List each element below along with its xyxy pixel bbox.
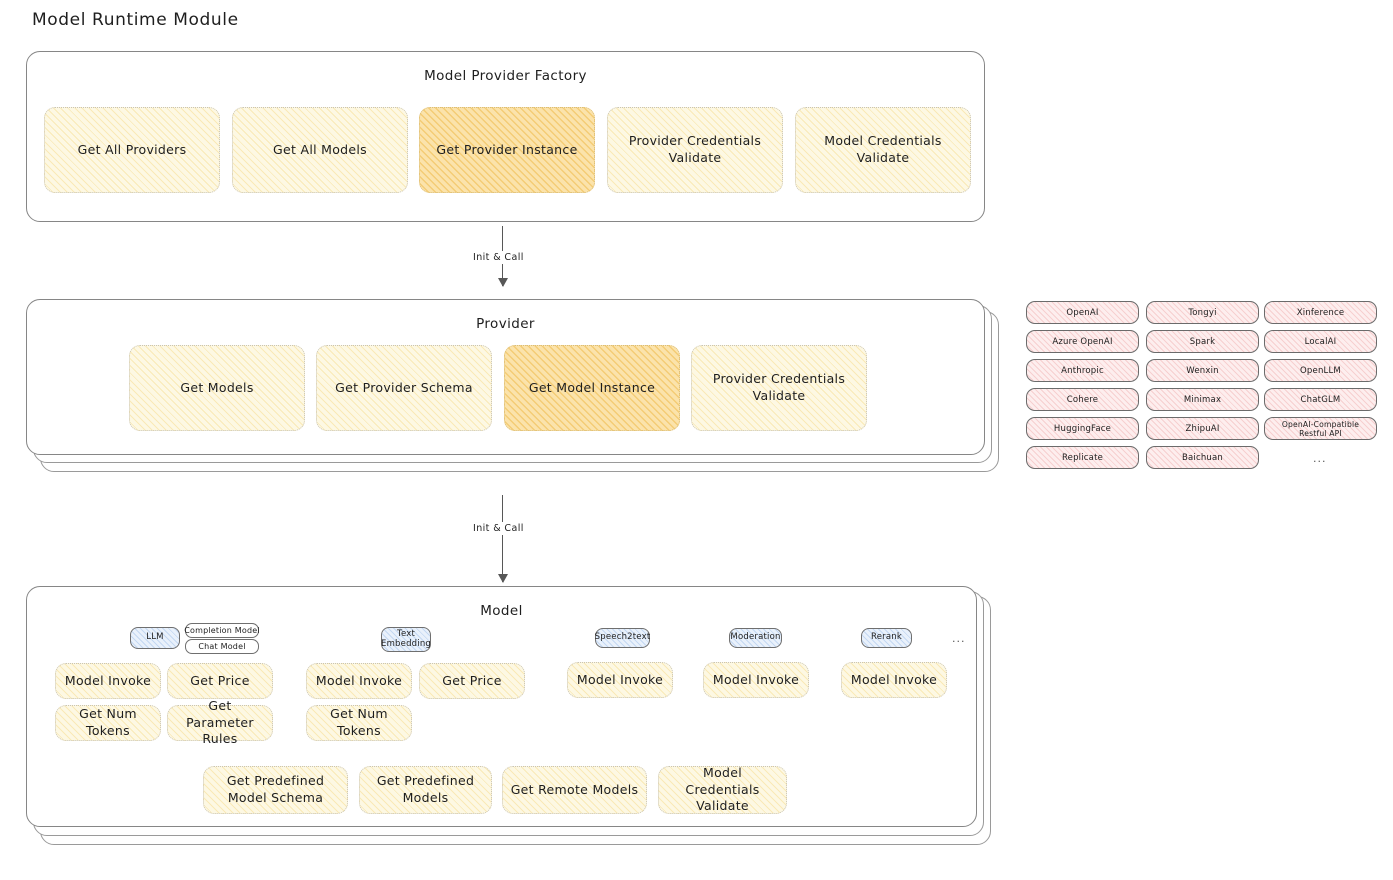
model-card-get-predefined-models[interactable]: Get Predefined Models [359,766,492,814]
provider-chip-openllm[interactable]: OpenLLM [1264,359,1377,382]
factory-card-provider-credentials-validate[interactable]: Provider Credentials Validate [607,107,783,193]
model-tag-chat-model[interactable]: Chat Model [185,639,259,654]
arrow-head-icon [497,278,508,287]
model-type-badge-llm[interactable]: LLM [130,627,180,649]
provider-chip-localai[interactable]: LocalAI [1264,330,1377,353]
text-embedding-card-model-invoke[interactable]: Model Invoke [306,663,412,699]
model-tag-completion-model[interactable]: Completion Model [184,623,260,638]
provider-card-get-provider-schema[interactable]: Get Provider Schema [316,345,492,431]
model-type-badge-rerank[interactable]: Rerank [861,628,912,648]
speech2text-card-model-invoke[interactable]: Model Invoke [567,662,673,698]
provider-chip-xinference[interactable]: Xinference [1264,301,1377,324]
provider-chip-cohere[interactable]: Cohere [1026,388,1139,411]
llm-card-get-parameter-rules[interactable]: Get Parameter Rules [167,698,273,746]
factory-card-get-provider-instance[interactable]: Get Provider Instance [419,107,595,193]
text-embedding-card-get-price[interactable]: Get Price [419,663,525,699]
model-card-model-credentials-validate[interactable]: Model Credentials Validate [658,765,787,814]
model-title: Model [480,603,523,619]
provider-title: Provider [476,316,535,332]
factory-card-get-all-models[interactable]: Get All Models [232,107,408,193]
provider-chip-azure-openai[interactable]: Azure OpenAI [1026,330,1139,353]
llm-card-get-price[interactable]: Get Price [167,663,273,699]
llm-card-model-invoke[interactable]: Model Invoke [55,663,161,699]
provider-card-provider-credentials-validate[interactable]: Provider Credentials Validate [691,345,867,431]
model-card-get-predefined-model-schema[interactable]: Get Predefined Model Schema [203,766,348,814]
model-type-badge-moderation[interactable]: Moderation [729,628,782,648]
model-type-badge-speech2text[interactable]: Speech2text [595,628,650,648]
model-types-more: ... [952,632,966,645]
arrow-head-icon [497,574,508,583]
arrow-label-init-call-1: Init & Call [470,251,527,264]
model-provider-factory-title: Model Provider Factory [424,68,587,84]
moderation-card-model-invoke[interactable]: Model Invoke [703,662,809,698]
arrow-label-init-call-2: Init & Call [470,522,527,535]
llm-card-get-num-tokens[interactable]: Get Num Tokens [55,705,161,741]
provider-chip-openai-compatible-restful-api[interactable]: OpenAI-Compatible Restful API [1264,417,1377,440]
provider-chip-anthropic[interactable]: Anthropic [1026,359,1139,382]
factory-card-model-credentials-validate[interactable]: Model Credentials Validate [795,107,971,193]
model-card-get-remote-models[interactable]: Get Remote Models [502,766,647,814]
arrow-line [502,495,504,582]
provider-chip-wenxin[interactable]: Wenxin [1146,359,1259,382]
provider-chip-replicate[interactable]: Replicate [1026,446,1139,469]
provider-card-get-model-instance[interactable]: Get Model Instance [504,345,680,431]
provider-chip-openai[interactable]: OpenAI [1026,301,1139,324]
provider-chip-zhipuai[interactable]: ZhipuAI [1146,417,1259,440]
provider-chip-baichuan[interactable]: Baichuan [1146,446,1259,469]
provider-chip-spark[interactable]: Spark [1146,330,1259,353]
provider-chip-chatglm[interactable]: ChatGLM [1264,388,1377,411]
provider-chip-tongyi[interactable]: Tongyi [1146,301,1259,324]
text-embedding-card-get-num-tokens[interactable]: Get Num Tokens [306,705,412,741]
model-type-badge-text-embedding[interactable]: Text Embedding [381,627,431,652]
arrow-provider-to-model [497,495,508,583]
factory-card-get-all-providers[interactable]: Get All Providers [44,107,220,193]
provider-chip-huggingface[interactable]: HuggingFace [1026,417,1139,440]
provider-chip-minimax[interactable]: Minimax [1146,388,1259,411]
page-title: Model Runtime Module [32,10,239,30]
rerank-card-model-invoke[interactable]: Model Invoke [841,662,947,698]
provider-card-get-models[interactable]: Get Models [129,345,305,431]
provider-list-more: ... [1313,452,1327,465]
